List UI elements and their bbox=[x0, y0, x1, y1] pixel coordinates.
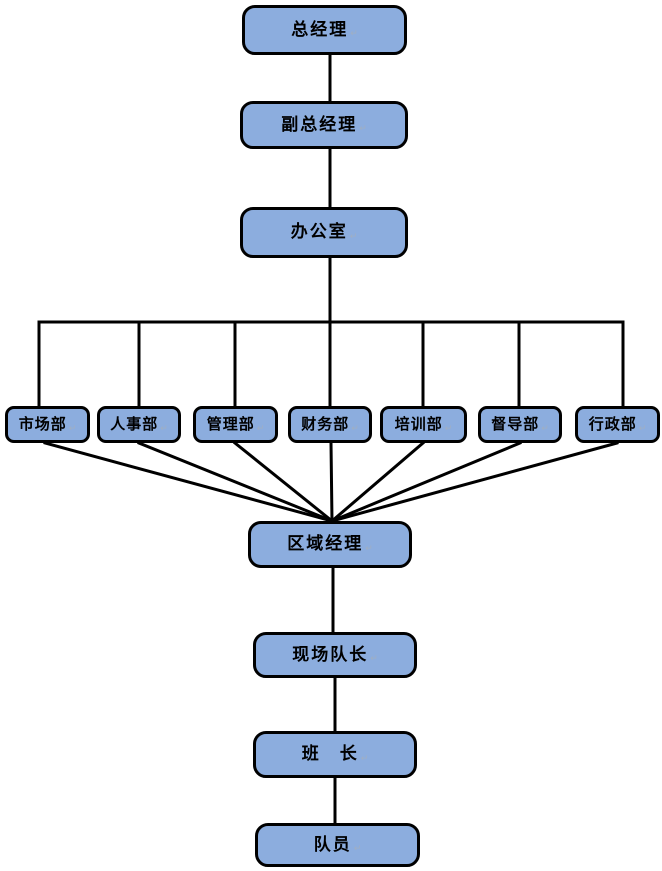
org-node-label: 区域经理 bbox=[287, 534, 364, 554]
org-node-label: 督导部 bbox=[491, 415, 540, 433]
org-node-finance-dept[interactable]: 财务部↵ bbox=[288, 406, 372, 443]
org-node-label: 培训部 bbox=[394, 415, 443, 433]
org-node-label: 总经理 bbox=[291, 19, 349, 40]
org-node-label: 队员 bbox=[313, 834, 352, 855]
org-node-regional-manager[interactable]: 区域经理↵ bbox=[248, 521, 412, 568]
org-node-label: 现场队长 bbox=[292, 644, 369, 665]
org-node-team-member[interactable]: 队员↵ bbox=[255, 823, 420, 867]
org-node-label: 行政部 bbox=[588, 415, 637, 433]
org-node-management-dept[interactable]: 管理部↵ bbox=[193, 406, 278, 443]
org-node-hr-dept[interactable]: 人事部↵ bbox=[97, 406, 181, 443]
paragraph-mark-icon: ↵ bbox=[444, 423, 453, 434]
org-node-label: 班 长 bbox=[301, 744, 359, 764]
org-node-squad-leader[interactable]: 班 长↵ bbox=[253, 731, 417, 778]
paragraph-mark-icon: ↵ bbox=[350, 29, 358, 39]
paragraph-mark-icon: ↵ bbox=[359, 124, 367, 134]
org-node-site-captain[interactable]: 现场队长↵ bbox=[253, 632, 417, 678]
connector-line-admin-dept-to-regional-manager bbox=[330, 441, 619, 523]
org-node-supervision-dept[interactable]: 督导部↵ bbox=[478, 406, 562, 443]
org-node-office[interactable]: 办公室↵ bbox=[240, 207, 408, 258]
connector-line-marketing-dept-to-regional-manager bbox=[43, 441, 334, 523]
paragraph-mark-icon: ↵ bbox=[360, 753, 369, 764]
connector-line-management-dept-to-regional-manager bbox=[232, 440, 335, 524]
paragraph-mark-icon: ↵ bbox=[365, 543, 373, 554]
org-node-marketing-dept[interactable]: 市场部↵ bbox=[5, 406, 90, 443]
org-node-label: 管理部 bbox=[206, 415, 255, 433]
org-node-label: 财务部 bbox=[301, 415, 350, 433]
paragraph-mark-icon: ↵ bbox=[256, 423, 265, 434]
paragraph-mark-icon: ↵ bbox=[351, 423, 359, 434]
org-node-label: 市场部 bbox=[18, 415, 67, 433]
connector-line-finance-dept-to-regional-manager bbox=[329, 441, 334, 523]
paragraph-mark-icon: ↵ bbox=[349, 231, 358, 242]
connector-line-supervision-dept-to-regional-manager bbox=[330, 441, 522, 523]
paragraph-mark-icon: ↵ bbox=[638, 423, 647, 434]
paragraph-mark-icon: ↵ bbox=[370, 654, 378, 664]
paragraph-mark-icon: ↵ bbox=[353, 844, 362, 854]
org-node-label: 办公室 bbox=[290, 222, 348, 242]
paragraph-mark-icon: ↵ bbox=[68, 423, 77, 434]
org-node-label: 人事部 bbox=[110, 415, 159, 433]
org-node-training-dept[interactable]: 培训部↵ bbox=[380, 406, 467, 443]
paragraph-mark-icon: ↵ bbox=[541, 423, 549, 434]
connector-line-hr-dept-to-regional-manager bbox=[137, 441, 334, 523]
org-node-admin-dept[interactable]: 行政部↵ bbox=[575, 406, 660, 443]
connector-line-training-dept-to-regional-manager bbox=[329, 440, 426, 524]
org-node-general-manager[interactable]: 总经理↵ bbox=[242, 5, 407, 55]
paragraph-mark-icon: ↵ bbox=[160, 423, 168, 434]
org-node-deputy-general-manager[interactable]: 副总经理↵ bbox=[240, 101, 408, 149]
org-node-label: 副总经理 bbox=[281, 114, 358, 135]
